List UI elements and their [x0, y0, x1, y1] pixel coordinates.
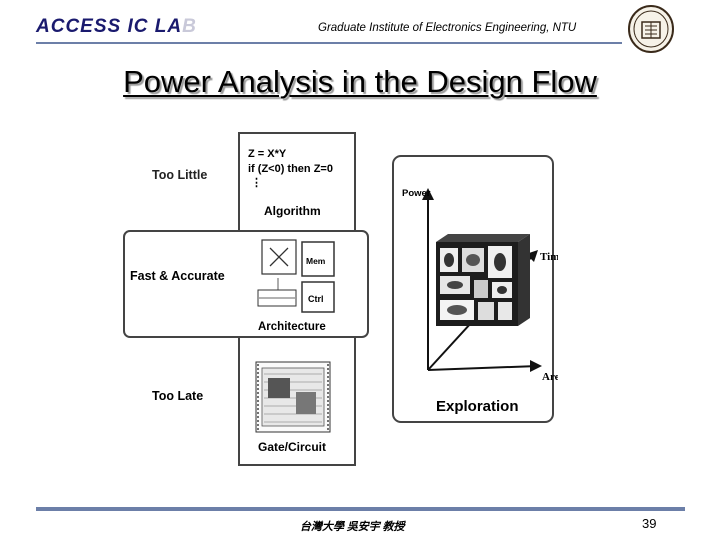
exploration-grid-icon	[436, 234, 530, 326]
page-number: 39	[642, 516, 657, 531]
mem-label: Mem	[306, 256, 326, 266]
ctrl-label: Ctrl	[308, 294, 324, 304]
lab-logo: ACCESS IC LAB	[36, 16, 197, 37]
architecture-label: Architecture	[258, 321, 326, 333]
too-little-label: Too Little	[152, 168, 207, 182]
fast-accurate-label: Fast & Accurate	[130, 269, 225, 283]
multiplier-x-icon	[269, 247, 289, 267]
area-label: Area	[542, 371, 558, 383]
power-label: Power	[402, 188, 431, 199]
institute-name: Graduate Institute of Electronics Engine…	[318, 22, 577, 34]
time-label: Time	[540, 251, 558, 263]
code-line-1: Z = X*Y	[248, 148, 287, 160]
gate-circuit-label: Gate/Circuit	[258, 440, 326, 454]
slide-title: Power Analysis in the Design Flow	[123, 64, 597, 99]
header-divider	[36, 42, 622, 44]
algorithm-label: Algorithm	[264, 204, 321, 218]
area-axis-arrow-icon	[530, 360, 542, 372]
power-axis-arrow-icon	[422, 188, 434, 200]
code-line-2: if (Z<0) then Z=0	[248, 163, 333, 175]
university-seal-icon	[628, 5, 674, 53]
footer-professor: 台灣大學 吳安宇 教授	[300, 521, 405, 533]
ctrl-block	[301, 281, 335, 313]
design-flow-figure: Too Little Z = X*Y if (Z<0) then Z=0 ⋮ A…	[123, 132, 558, 466]
footer-divider	[36, 507, 685, 511]
adder-bus-icon	[259, 278, 295, 299]
area-axis	[427, 365, 539, 371]
code-ellipsis: ⋮	[251, 177, 262, 189]
too-late-label: Too Late	[152, 389, 203, 403]
exploration-label: Exploration	[436, 398, 519, 415]
mem-block	[301, 241, 335, 277]
